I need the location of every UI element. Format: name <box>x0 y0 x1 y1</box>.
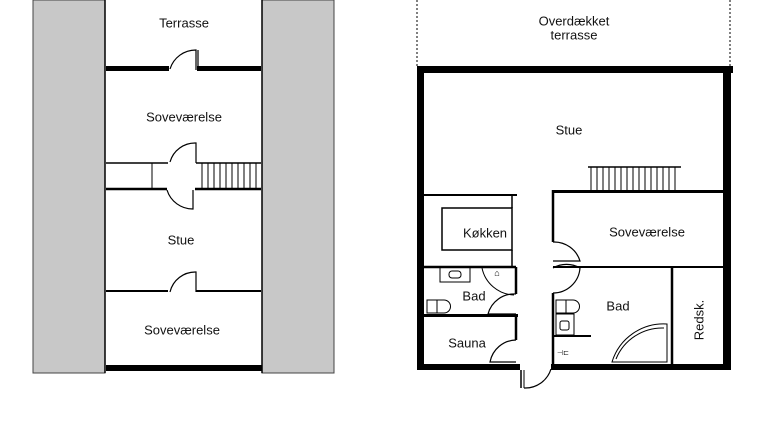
door-icon <box>169 271 197 293</box>
toilet-icon <box>555 299 567 314</box>
right-shaded-column <box>261 0 335 374</box>
shower-icon: ⌂ <box>494 268 499 278</box>
room-label-bedroom: Soveværelse <box>146 109 222 125</box>
room-label-living: Stue <box>555 122 583 138</box>
room-label-covered-terrace-line1: Overdækket <box>538 13 610 29</box>
room-label-utility: Redsk. <box>691 299 707 341</box>
door-icon <box>169 49 197 70</box>
stairs-icon <box>590 167 676 191</box>
sink-icon <box>439 266 471 283</box>
kitchen-counter <box>441 207 513 251</box>
room-label-bedroom: Soveværelse <box>144 322 220 338</box>
stairs-icon <box>201 163 257 189</box>
room-label-kitchen: Køkken <box>462 225 508 241</box>
door-icon <box>552 263 581 294</box>
toilet-icon <box>426 299 438 314</box>
door-icon <box>169 142 197 163</box>
room-label-bedroom: Soveværelse <box>609 224 685 240</box>
entrance-door-icon <box>523 368 552 389</box>
room-label-living: Stue <box>167 232 195 248</box>
room-label-bath: Bad <box>606 298 630 314</box>
door-icon <box>489 339 517 363</box>
room-label-covered-terrace-line2: terrasse <box>550 27 598 43</box>
left-shaded-column <box>32 0 106 374</box>
room-label-terrasse: Terrasse <box>159 15 209 31</box>
door-icon <box>552 241 581 262</box>
door-icon <box>166 189 194 210</box>
room-label-sauna: Sauna <box>448 335 486 351</box>
right-floor-plan: ⌂ ⊣⊏ <box>416 0 733 389</box>
sink-icon <box>555 313 575 336</box>
shower-cabin-icon <box>611 323 668 363</box>
drain-icon: ⊣⊏ <box>557 350 569 357</box>
room-label-bath: Bad <box>462 288 486 304</box>
door-icon <box>487 293 517 315</box>
left-floor-plan <box>32 0 335 374</box>
